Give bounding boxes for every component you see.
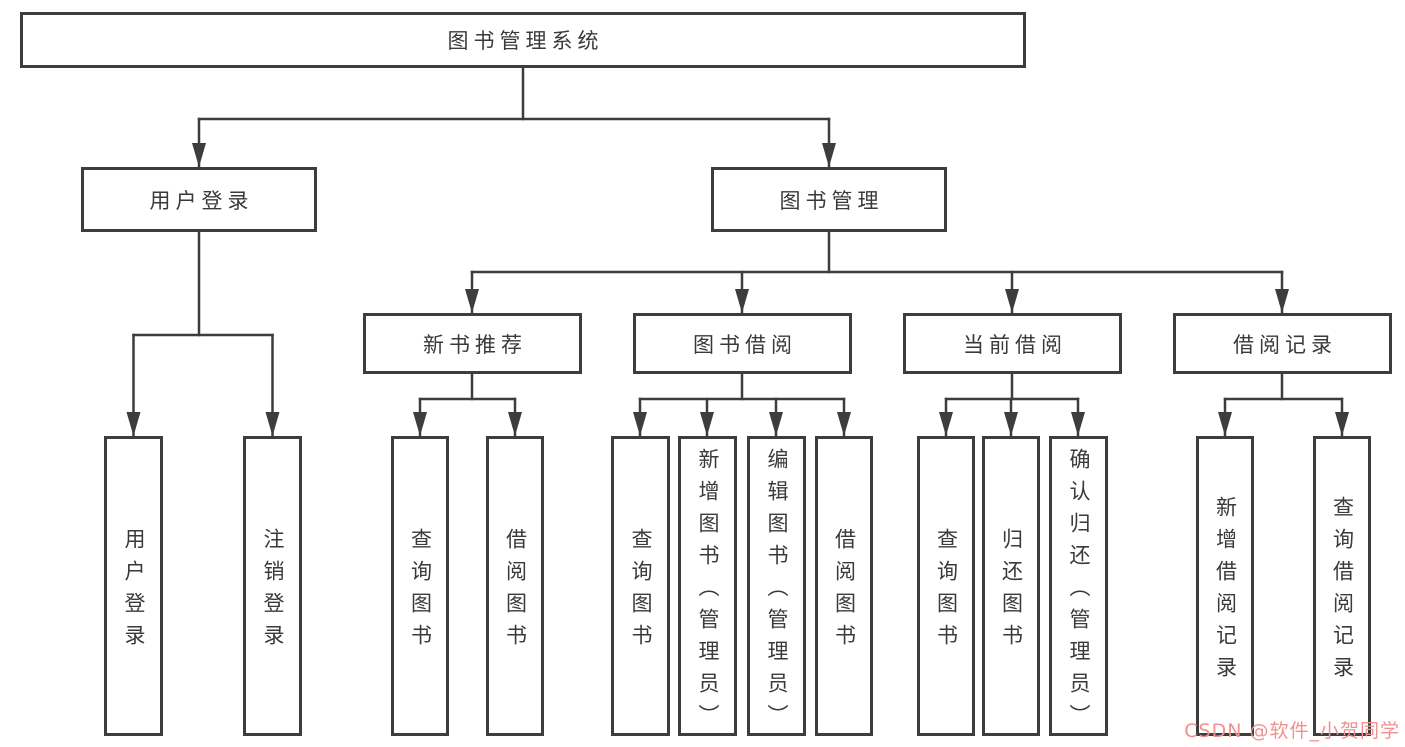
leaf-label: 借阅图书 — [503, 527, 528, 656]
csdn-watermark: CSDN @软件_小贺同学 — [1184, 720, 1400, 742]
leaf-query-borrow-record: 查询借阅记录 — [1313, 436, 1371, 736]
leaf-user-login: 用户登录 — [104, 436, 163, 736]
node-library-management-system: 图书管理系统 — [20, 12, 1026, 68]
leaf-label: 查询图书 — [629, 527, 653, 656]
leaf-label: 查询图书 — [934, 527, 959, 656]
node-label: 图书借阅 — [693, 332, 797, 357]
leaf-borrow-books-recommend: 借阅图书 — [486, 436, 544, 736]
leaf-label: 新增图书（管理员） — [696, 447, 720, 736]
leaf-label: 查询借阅记录 — [1330, 495, 1355, 688]
leaf-add-books-admin: 新增图书（管理员） — [678, 436, 737, 736]
leaf-query-books-recommend: 查询图书 — [391, 436, 449, 736]
leaf-query-books-current: 查询图书 — [917, 436, 975, 736]
leaf-label: 查询图书 — [408, 527, 433, 656]
node-label: 新书推荐 — [423, 332, 527, 357]
leaf-label: 编辑图书（管理员） — [765, 447, 789, 736]
leaf-label: 归还图书 — [999, 527, 1024, 656]
node-label: 当前借阅 — [963, 332, 1067, 357]
node-user-login: 用户登录 — [81, 167, 317, 232]
leaf-label: 注销登录 — [261, 527, 285, 656]
leaf-add-borrow-record: 新增借阅记录 — [1196, 436, 1254, 736]
node-book-management: 图书管理 — [711, 167, 947, 232]
leaf-confirm-return-admin: 确认归还（管理员） — [1049, 436, 1108, 736]
node-label: 图书管理系统 — [447, 29, 604, 53]
node-borrowing-records: 借阅记录 — [1173, 313, 1392, 374]
leaf-label: 借阅图书 — [832, 527, 857, 656]
node-label: 图书管理 — [779, 188, 884, 213]
node-current-borrowing: 当前借阅 — [903, 313, 1122, 374]
leaf-label: 新增借阅记录 — [1213, 495, 1238, 688]
leaf-return-books: 归还图书 — [982, 436, 1040, 736]
leaf-borrow-books: 借阅图书 — [815, 436, 873, 736]
node-label: 借阅记录 — [1233, 332, 1337, 357]
leaf-label: 用户登录 — [122, 527, 146, 656]
node-label: 用户登录 — [149, 188, 254, 213]
leaf-label: 确认归还（管理员） — [1067, 447, 1091, 736]
leaf-edit-books-admin: 编辑图书（管理员） — [747, 436, 806, 736]
leaf-logout: 注销登录 — [243, 436, 302, 736]
node-book-borrowing: 图书借阅 — [633, 313, 852, 374]
leaf-query-books-borrow: 查询图书 — [611, 436, 670, 736]
node-new-book-recommendation: 新书推荐 — [363, 313, 582, 374]
